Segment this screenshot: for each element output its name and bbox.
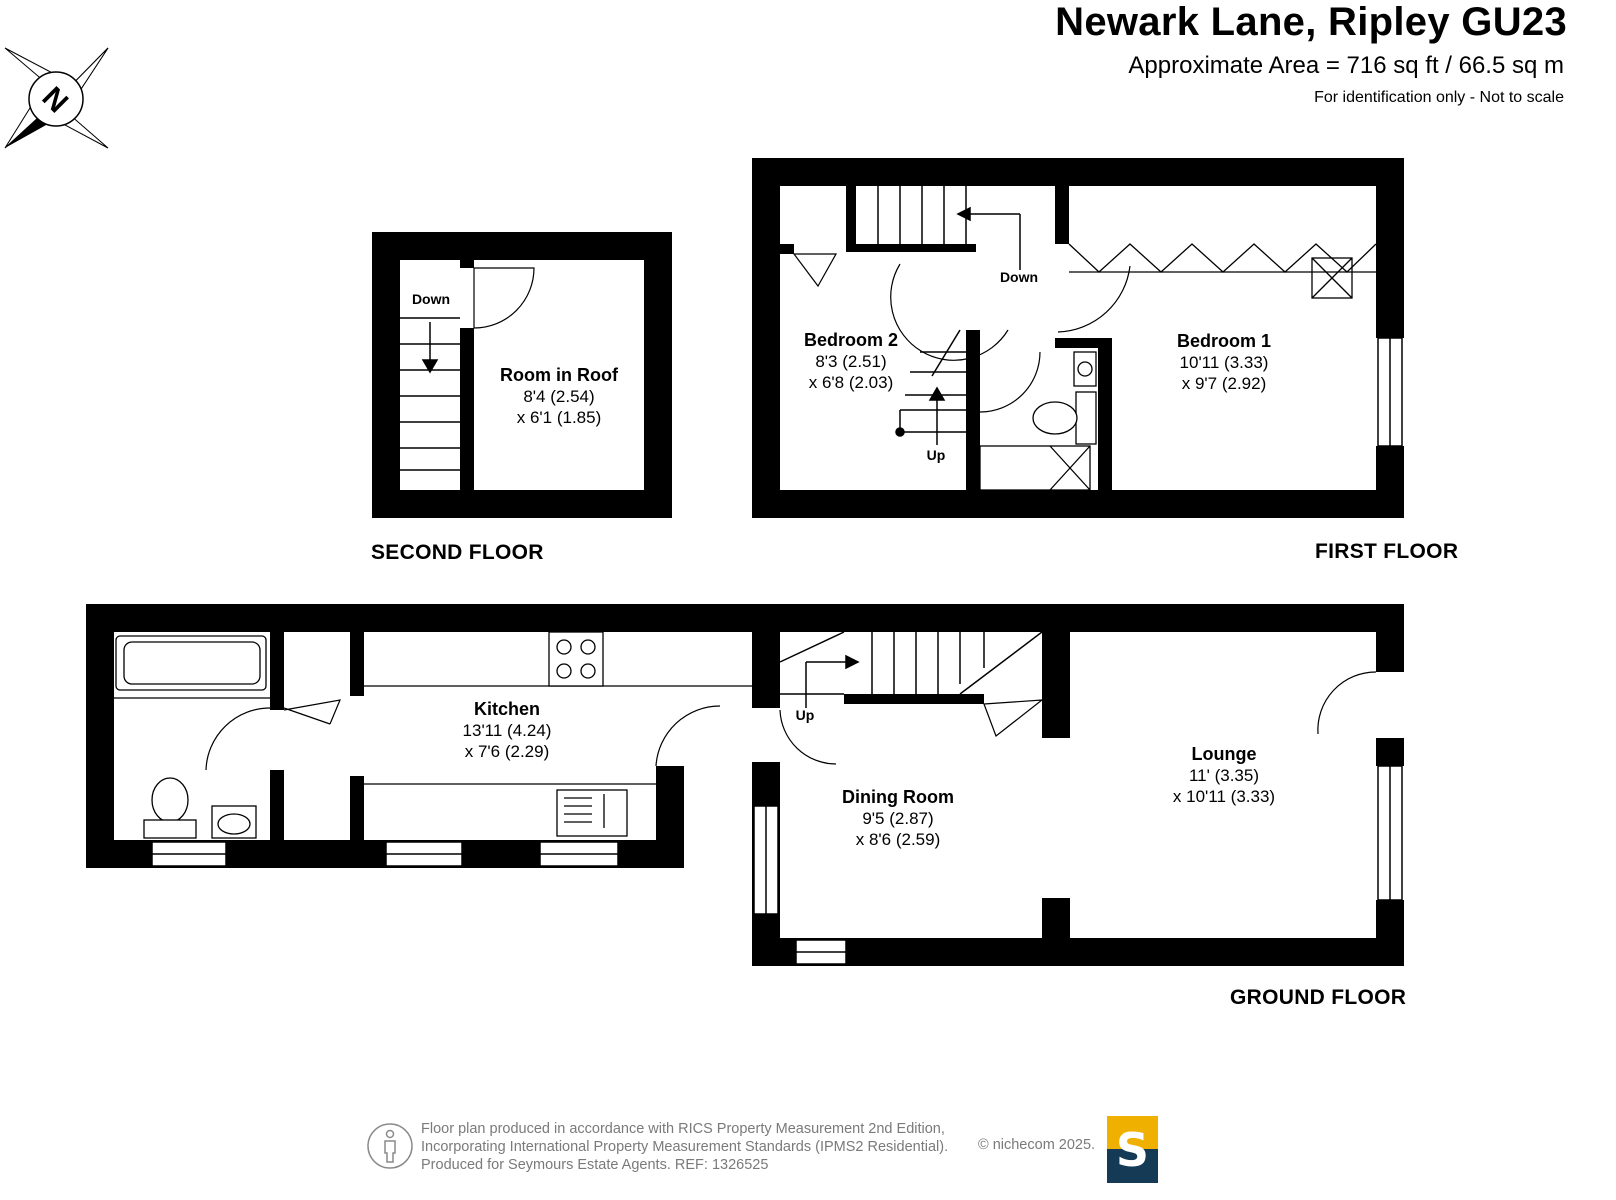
person-icon [367,1123,413,1169]
room-dimension: x 10'11 (3.33) [1172,787,1276,806]
room-name: Bedroom 1 [1176,331,1272,351]
first-floor-label: FIRST FLOOR [1315,540,1459,563]
footer-line: Produced for Seymours Estate Agents. REF… [421,1157,769,1173]
room-dimension: x 9'7 (2.92) [1181,374,1267,393]
first-floor-walls [752,158,1404,518]
stair-label-down: Down [411,291,451,307]
room-label-kitchen: Kitchen 13'11 (4.24) x 7'6 (2.29) [463,699,552,762]
page-title: Newark Lane, Ripley GU23 [1055,0,1567,44]
room-name: Dining Room [842,787,954,807]
first-floor-stairs [877,186,1021,445]
second-floor-label: SECOND FLOOR [371,541,544,564]
room-dimension: 9'5 (2.87) [862,809,934,828]
room-name: Lounge [1191,744,1257,764]
room-dimension: x 6'1 (1.85) [516,408,602,427]
room-dimension: 10'11 (3.33) [1179,353,1269,372]
room-dimension: x 7'6 (2.29) [464,742,550,761]
second-floor-stairs [400,317,460,471]
logo-top-band [1107,1116,1158,1149]
approximate-area: Approximate Area = 716 sq ft / 66.5 sq m [1128,52,1564,79]
room-dimension: x 6'8 (2.03) [808,373,894,392]
ground-floor-door-swings [205,671,1377,771]
footer-line: Incorporating International Property Mea… [421,1139,949,1155]
room-name: Bedroom 2 [803,330,899,350]
stair-label-up: Up [795,707,815,723]
room-name: Kitchen [473,699,540,719]
room-dimension: x 8'6 (2.59) [855,830,941,849]
room-label-bedroom-1: Bedroom 1 10'11 (3.33) x 9'7 (2.92) [1177,331,1271,394]
compass-icon [4,47,109,149]
ensuite-fixtures [979,351,1097,491]
stair-label-up: Up [926,447,946,463]
bathroom-fixtures [114,635,270,839]
first-floor-door-swings [792,253,1131,413]
seymours-logo: S [1107,1116,1158,1183]
ground-floor-label: GROUND FLOOR [1230,986,1407,1009]
room-label-lounge: Lounge 11' (3.35) x 10'11 (3.33) [1173,744,1275,807]
room-label-room-in-roof: Room in Roof 8'4 (2.54) x 6'1 (1.85) [500,365,618,428]
logo-bottom-band [1107,1149,1158,1183]
room-dimension: 8'4 (2.54) [523,387,595,406]
logo-letter: S [1115,1123,1150,1177]
room-dimension: 13'11 (4.24) [462,721,552,740]
copyright-text: © nichecom 2025. [978,1137,1096,1153]
room-label-dining-room: Dining Room 9'5 (2.87) x 8'6 (2.59) [842,787,954,850]
second-floor-walls [372,232,672,518]
footer-line: Floor plan produced in accordance with R… [421,1121,945,1137]
kitchen-fixtures [364,631,752,837]
room-name: Room in Roof [500,365,618,385]
ground-floor-windows [151,765,1403,965]
footer-disclaimer: Floor plan produced in accordance with R… [421,1120,948,1174]
stair-label-down: Down [999,269,1039,285]
first-floor-window [1377,337,1403,447]
ground-floor-stairs [779,631,1043,708]
room-dimension: 8'3 (2.51) [815,352,887,371]
first-floor-wardrobe [1068,243,1377,299]
identification-note: For identification only - Not to scale [1314,89,1564,106]
second-floor-door-swing [473,267,535,329]
room-label-bedroom-2: Bedroom 2 8'3 (2.51) x 6'8 (2.03) [804,330,898,393]
room-dimension: 11' (3.35) [1188,766,1260,785]
